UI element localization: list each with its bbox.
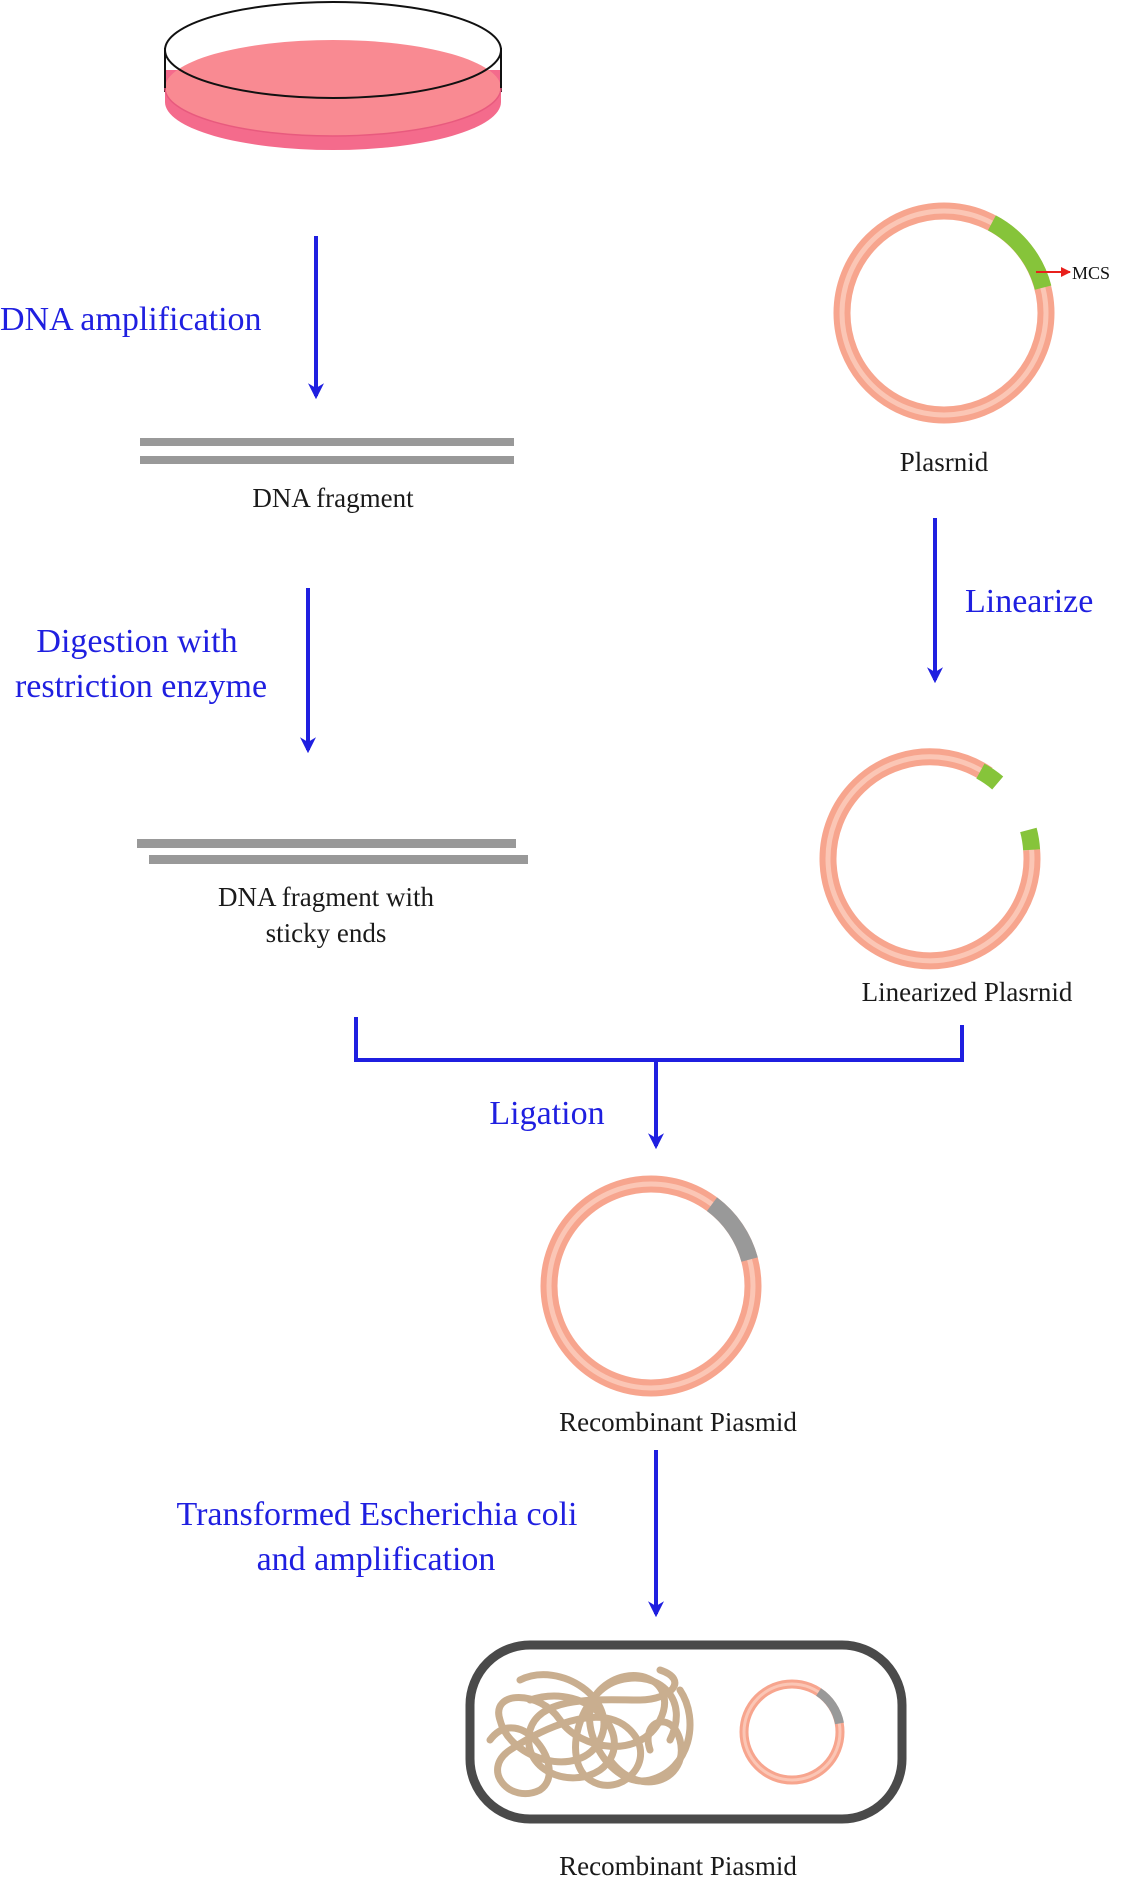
- step-dna-amplification: DNA amplification: [0, 301, 262, 338]
- sticky-ends-fragment-icon: [137, 839, 528, 864]
- label-sticky-line1: DNA fragment with: [218, 882, 434, 912]
- recombinant-plasmid-icon: [540, 1175, 762, 1397]
- step-transform-line1: Transformed Escherichia coli: [177, 1496, 578, 1533]
- dna-fragment-icon: [140, 438, 514, 464]
- label-mcs: MCS: [1072, 263, 1110, 283]
- linearized-plasmid-icon: [819, 748, 1041, 970]
- label-linearized-plasmid: Linearized Plasrnid: [862, 977, 1073, 1007]
- label-sticky-line2: sticky ends: [266, 918, 387, 948]
- step-linearize: Linearize: [965, 583, 1093, 620]
- chromosome-tangle-icon: [486, 1666, 694, 1798]
- label-plasmid: Plasrnid: [900, 447, 989, 477]
- step-transform-line2: and amplification: [257, 1541, 496, 1578]
- plasmid-icon: [833, 202, 1055, 424]
- cell-plasmid-icon: [739, 1679, 845, 1785]
- label-recombinant-plasmid-bottom: Recombinant Piasmid: [559, 1851, 797, 1878]
- ligation-bracket: [354, 1017, 964, 1062]
- step-digestion-line1: Digestion with: [36, 623, 237, 660]
- step-digestion-line2: restriction enzyme: [15, 668, 267, 705]
- label-recombinant-plasmid: Recombinant Piasmid: [559, 1407, 797, 1437]
- label-dna-fragment: DNA fragment: [252, 483, 414, 513]
- step-ligation: Ligation: [489, 1095, 604, 1132]
- petri-dish-icon: [164, 1, 502, 150]
